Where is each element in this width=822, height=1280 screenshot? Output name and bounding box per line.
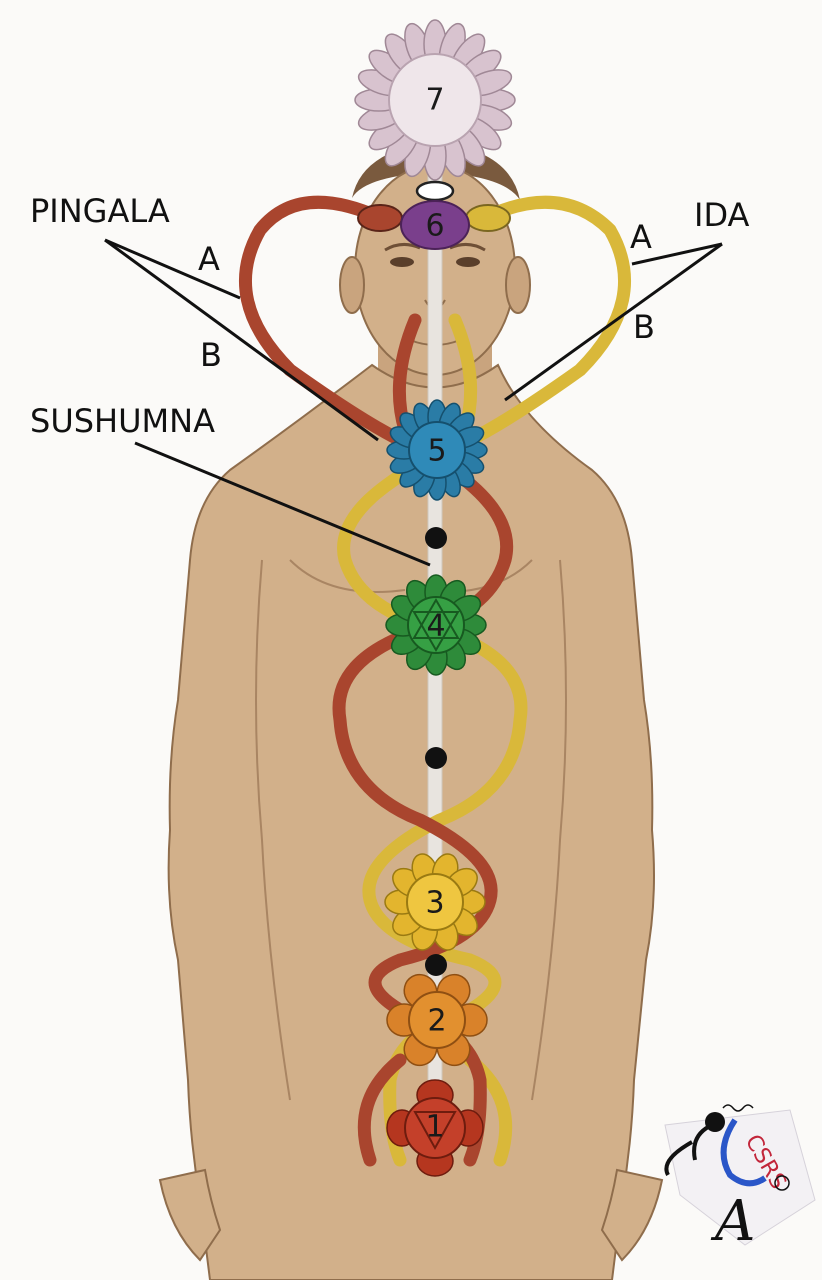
chakra-3-number: 3 — [425, 886, 444, 921]
label-pingala: PINGALA — [30, 192, 170, 230]
chakra-2-number: 2 — [427, 1004, 446, 1039]
label-ida: IDA — [694, 196, 750, 234]
bindu-oval — [415, 180, 455, 202]
chakra-5-throat: 5 — [386, 399, 488, 501]
chakra-1-root: 1 — [386, 1079, 484, 1177]
logo-spiral-icon — [774, 1175, 790, 1191]
chakra-3-solar-plexus: 3 — [384, 853, 486, 951]
chakra-7-number: 7 — [425, 83, 444, 118]
logo-big-letter: A — [710, 1189, 755, 1254]
minor-point-3 — [425, 954, 447, 976]
chakra-6-number: 6 — [425, 209, 444, 244]
minor-point-2 — [425, 747, 447, 769]
chakra-7-crown: 7 — [354, 19, 516, 181]
label-pingala-b: B — [200, 336, 222, 374]
label-pingala-a: A — [198, 240, 220, 278]
label-ida-b: B — [633, 308, 655, 346]
label-sushumna: SUSHUMNA — [30, 402, 215, 440]
pointer-lines — [104, 238, 723, 567]
logo: CSRS A — [664, 1104, 816, 1254]
chakra-5-number: 5 — [427, 434, 446, 469]
minor-point-1 — [425, 527, 447, 549]
chakra-2-sacral: 2 — [386, 973, 488, 1067]
chakra-6-third-eye: 6 — [400, 200, 470, 250]
chakra-4-heart: 4 — [385, 574, 487, 676]
chakra-4-number: 4 — [426, 609, 445, 644]
pingala-snake-head-icon — [357, 204, 403, 232]
chakra-1-number: 1 — [425, 1110, 444, 1145]
logo-bird-icon — [705, 1112, 725, 1132]
label-ida-a: A — [630, 218, 652, 256]
ida-snake-head-icon — [465, 204, 511, 232]
